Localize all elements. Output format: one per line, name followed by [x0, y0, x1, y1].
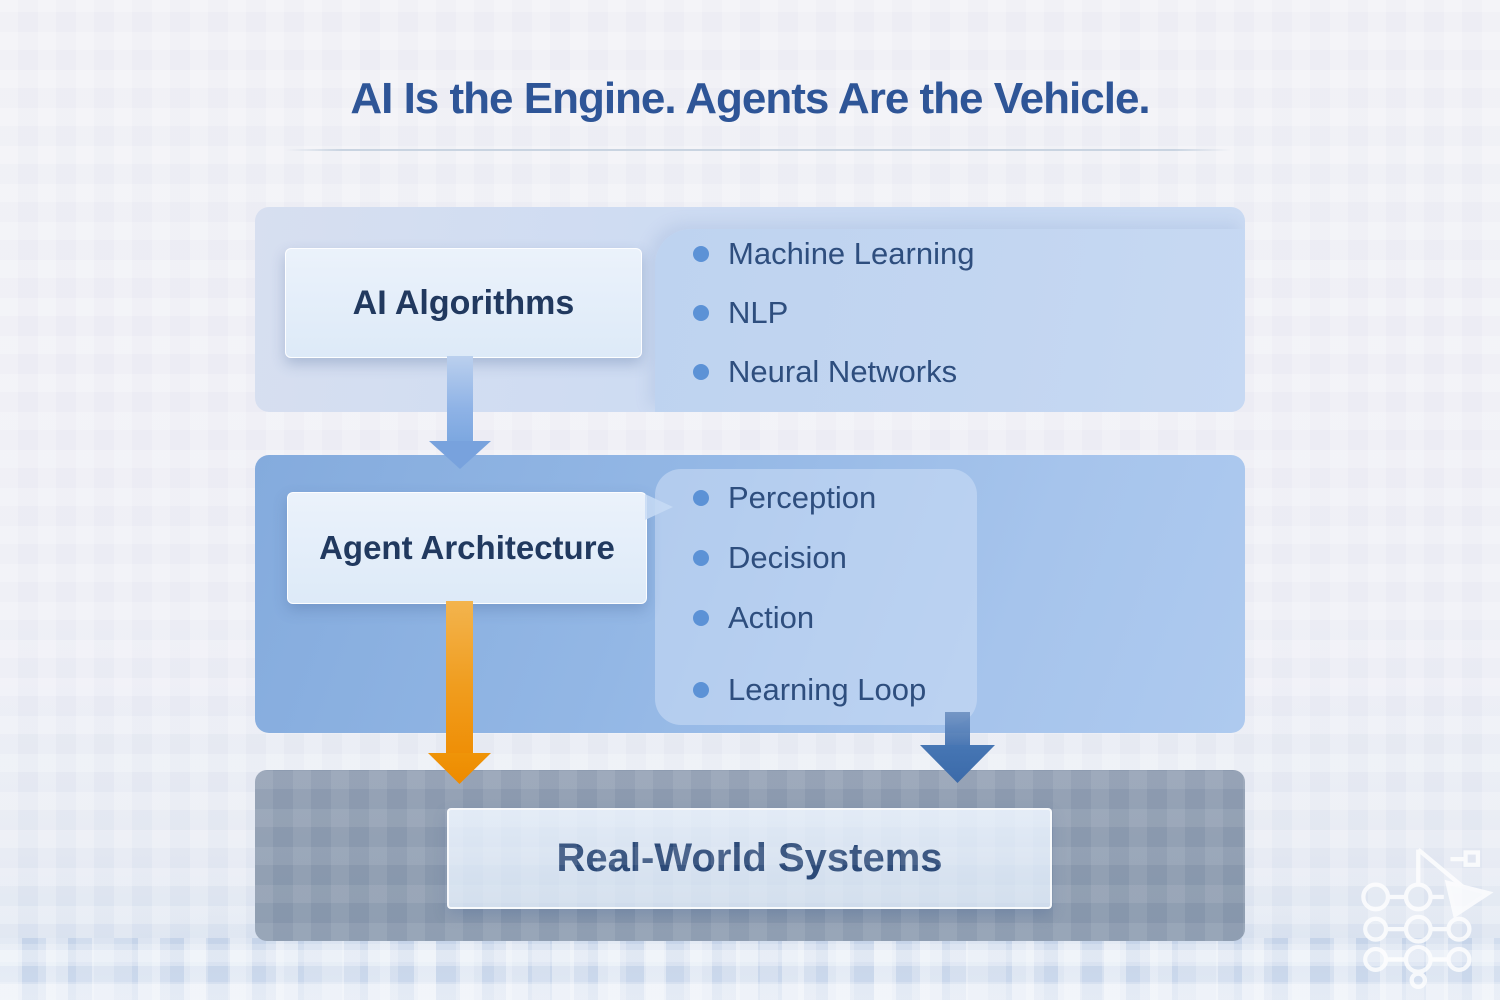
node-ai-algorithms: AI Algorithms [285, 248, 642, 358]
bullet-machine-learning: Machine Learning [693, 224, 974, 283]
panel-ai-list-background [655, 229, 1245, 412]
panel-ai-algorithms: AI Algorithms Machine Learning NLP Neura… [255, 207, 1245, 412]
bullet-learning-loop: Learning Loop [693, 660, 926, 720]
bullet-neural-networks: Neural Networks [693, 342, 974, 401]
ai-algorithms-bullet-list: Machine Learning NLP Neural Networks [693, 224, 974, 401]
bullet-action: Action [693, 588, 926, 648]
network-paper-plane-watermark-icon [1361, 847, 1494, 990]
slide-title: AI Is the Engine. Agents Are the Vehicle… [350, 74, 1150, 123]
node-agent-architecture: Agent Architecture [287, 492, 647, 604]
arrow-ai-to-agent-shaft [447, 356, 473, 442]
agent-architecture-bullet-list: Perception Decision Action Learning Loop [693, 468, 926, 720]
bullet-decision: Decision [693, 528, 926, 588]
bullet-nlp: NLP [693, 283, 974, 342]
bullet-perception: Perception [693, 468, 926, 528]
arrow-loop-to-real-shaft [945, 712, 970, 746]
arrow-agent-to-real-shaft [446, 601, 473, 754]
panel-agent-architecture: Agent Architecture Perception Decision A… [255, 455, 1245, 733]
bottom-mosaic-decoration [0, 938, 1500, 1000]
node-real-world-systems: Real-World Systems [447, 808, 1052, 909]
title-divider [285, 149, 1231, 151]
panel-real-world-systems: Real-World Systems [255, 770, 1245, 941]
